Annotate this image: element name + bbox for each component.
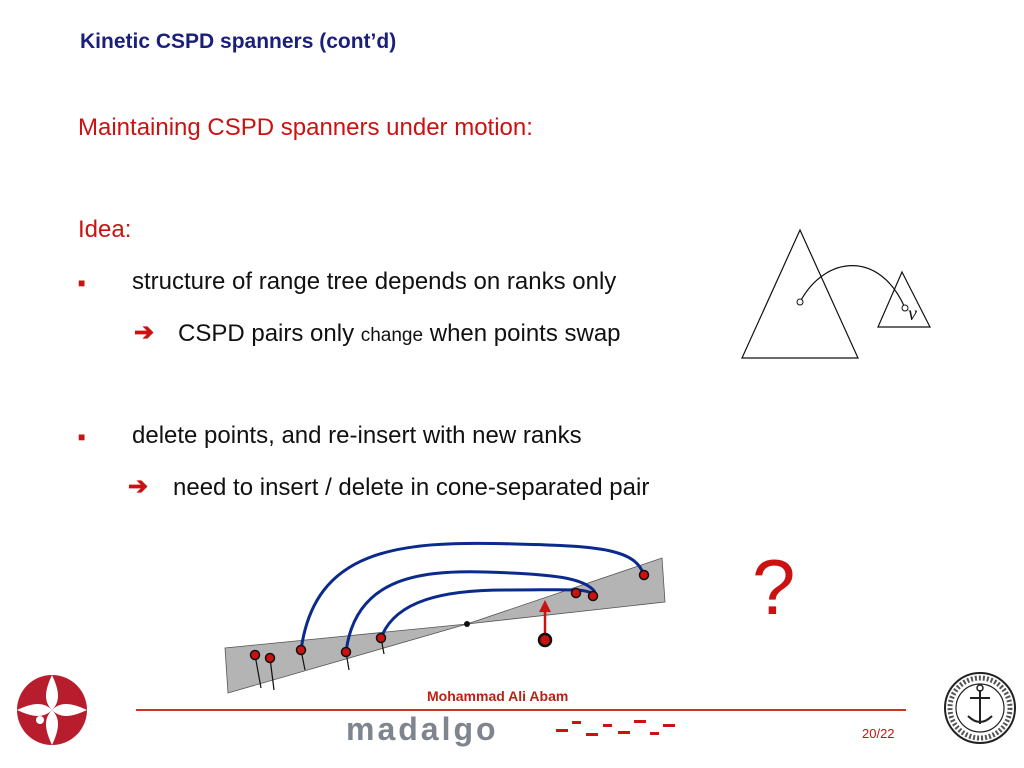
logo-petal xyxy=(46,710,58,745)
right-arrow-icon: ➔ xyxy=(128,473,149,500)
pair-curve xyxy=(344,570,597,653)
cone-pair-diagram xyxy=(224,541,666,694)
cone-apex xyxy=(464,621,470,627)
logo-petal xyxy=(17,704,52,716)
logo-petal xyxy=(52,704,87,716)
logo-dash xyxy=(663,724,675,727)
red-point xyxy=(587,590,599,602)
implication-1-part2: change xyxy=(360,325,424,346)
idea-label: Idea: xyxy=(78,216,132,243)
logo-dash xyxy=(556,729,568,732)
footer-divider xyxy=(136,709,906,711)
subtree-node xyxy=(901,304,909,312)
university-seal-icon xyxy=(944,672,1016,744)
red-point xyxy=(249,649,261,661)
point-tick xyxy=(269,657,275,691)
university-logo-icon xyxy=(17,675,87,745)
right-arrow-icon: ➔ xyxy=(134,319,155,346)
logo-dash xyxy=(650,732,659,735)
implication-1-part1: CSPD pairs only xyxy=(178,320,355,347)
point-tick xyxy=(254,654,262,689)
logo-dash xyxy=(603,724,612,727)
bullet-1-text: structure of range tree depends on ranks… xyxy=(132,268,617,295)
node-label-v: v xyxy=(908,303,917,325)
logo-dash xyxy=(634,720,646,723)
page-number: 20/22 xyxy=(862,726,895,741)
tree-node xyxy=(796,298,804,306)
seal-anchor xyxy=(967,715,993,723)
madalgo-logo: madalgo xyxy=(346,712,675,747)
seal-lettering-ring xyxy=(947,675,1013,741)
section-heading: Maintaining CSPD spanners under motion: xyxy=(78,114,533,141)
logo-dot xyxy=(36,716,44,724)
motion-arrow-head-icon xyxy=(539,600,551,612)
moving-point xyxy=(537,632,553,648)
implication-2-text: need to insert / delete in cone-separate… xyxy=(173,474,650,501)
logo-petal xyxy=(46,675,58,710)
logo-dash xyxy=(618,731,630,734)
slide-title: Kinetic CSPD spanners (cont’d) xyxy=(80,30,397,53)
red-point xyxy=(264,652,276,664)
range-tree-diagram: v xyxy=(741,228,931,359)
red-point xyxy=(570,587,582,599)
tree-link-curve xyxy=(799,265,906,309)
main-tree-triangle xyxy=(741,228,859,359)
red-point xyxy=(638,569,650,581)
seal-anchor xyxy=(976,684,984,692)
red-point xyxy=(295,644,307,656)
left-cone-wedge xyxy=(224,623,468,694)
brand-wordmark: madalgo xyxy=(346,712,499,747)
implication-1-part3: when points swap xyxy=(429,320,621,347)
logo-dash xyxy=(572,721,581,724)
logo-dash xyxy=(586,733,598,736)
bullet-square-icon: ■ xyxy=(78,276,86,290)
bullet-square-icon: ■ xyxy=(78,430,86,444)
red-point xyxy=(340,646,352,658)
subtree-triangle xyxy=(877,270,931,328)
red-point xyxy=(375,632,387,644)
bullet-2-text: delete points, and re-insert with new ra… xyxy=(132,422,582,449)
question-mark: ? xyxy=(752,543,796,631)
seal-inner-ring xyxy=(955,683,1005,733)
footer-author: Mohammad Ali Abam xyxy=(427,688,569,704)
implication-1-text: CSPD pairs only change when points swap xyxy=(178,320,621,348)
pair-curve xyxy=(299,541,646,651)
